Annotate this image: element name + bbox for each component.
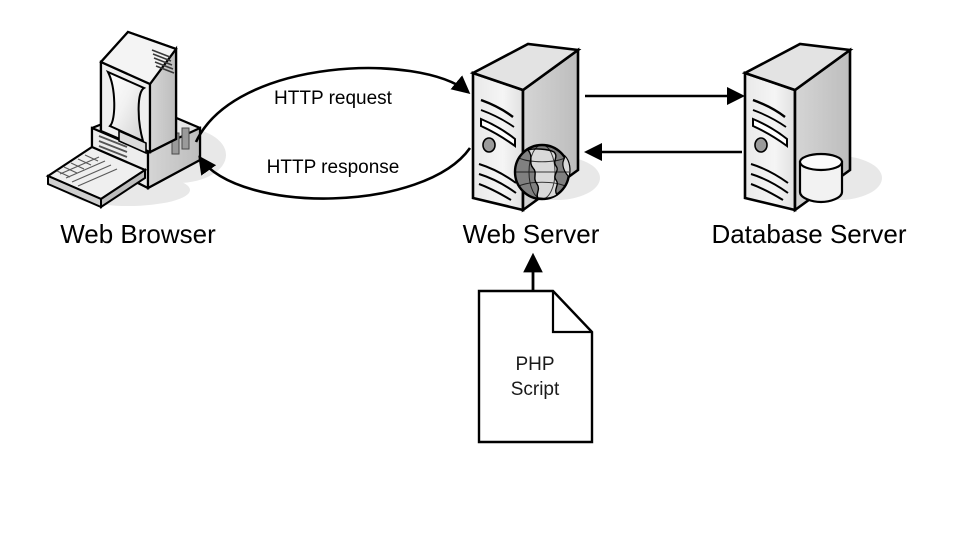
- php-script-label-line1: PHP: [515, 354, 554, 375]
- edge-http-request[interactable]: HTTP request: [194, 66, 471, 143]
- label-web-browser: Web Browser: [60, 219, 216, 249]
- database-cylinder-icon: [798, 152, 844, 204]
- globe-icon: [513, 143, 571, 201]
- label-database-server: Database Server: [711, 219, 906, 249]
- http-response-label: HTTP response: [267, 157, 400, 178]
- node-web-server[interactable]: [469, 42, 600, 213]
- http-request-arrow: [194, 66, 471, 143]
- edge-http-response[interactable]: HTTP response: [198, 147, 472, 200]
- label-web-server: Web Server: [463, 219, 600, 249]
- node-database-server[interactable]: [741, 42, 882, 213]
- document-fold-icon: [551, 291, 592, 334]
- document-icon: [477, 289, 594, 444]
- node-php-script[interactable]: PHP Script: [477, 289, 594, 444]
- http-request-label: HTTP request: [274, 88, 393, 109]
- php-script-label-line2: Script: [511, 379, 560, 400]
- http-response-arrow: [198, 147, 472, 200]
